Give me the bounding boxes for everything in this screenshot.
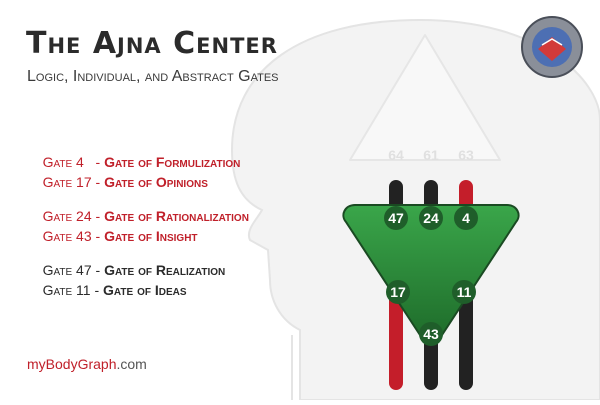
gate-item: Gate 47 - Gate of Realization bbox=[42, 262, 226, 278]
site-footer-link[interactable]: myBodyGraph.com bbox=[27, 356, 147, 372]
ajna-gate-11: 11 bbox=[452, 280, 476, 304]
ajna-gate-47: 47 bbox=[384, 206, 408, 230]
gate-item: Gate 11 - Gate of Ideas bbox=[42, 282, 187, 298]
svg-text:17: 17 bbox=[390, 284, 406, 300]
head-gate-label: 61 bbox=[423, 147, 439, 163]
svg-text:43: 43 bbox=[423, 326, 439, 342]
footer-brand: myBodyGraph bbox=[27, 356, 117, 372]
svg-text:4: 4 bbox=[462, 210, 470, 226]
channel-lower bbox=[389, 280, 403, 390]
head-gate-label: 63 bbox=[458, 147, 474, 163]
svg-text:24: 24 bbox=[423, 210, 439, 226]
gate-item: Gate 17 - Gate of Opinions bbox=[42, 174, 208, 190]
svg-text:11: 11 bbox=[457, 284, 472, 300]
ajna-gate-17: 17 bbox=[386, 280, 410, 304]
head-gate-label: 64 bbox=[388, 147, 404, 163]
gate-item: Gate 24 - Gate of Rationalization bbox=[42, 208, 249, 224]
page-title: The Ajna Center bbox=[26, 26, 278, 61]
svg-text:47: 47 bbox=[388, 210, 404, 226]
channel-lower bbox=[459, 280, 473, 390]
footer-domain: .com bbox=[116, 356, 147, 372]
ajna-gate-4: 4 bbox=[454, 206, 478, 230]
head-center-triangle bbox=[349, 34, 501, 161]
logo-badge bbox=[521, 16, 583, 78]
gate-item: Gate 43 - Gate of Insight bbox=[42, 228, 198, 244]
ajna-gate-24: 24 bbox=[419, 206, 443, 230]
gate-item: Gate 4 - Gate of Formulization bbox=[42, 154, 241, 170]
ajna-gate-43: 43 bbox=[419, 322, 443, 346]
page-subtitle: Logic, Individual, and Abstract Gates bbox=[27, 68, 279, 85]
